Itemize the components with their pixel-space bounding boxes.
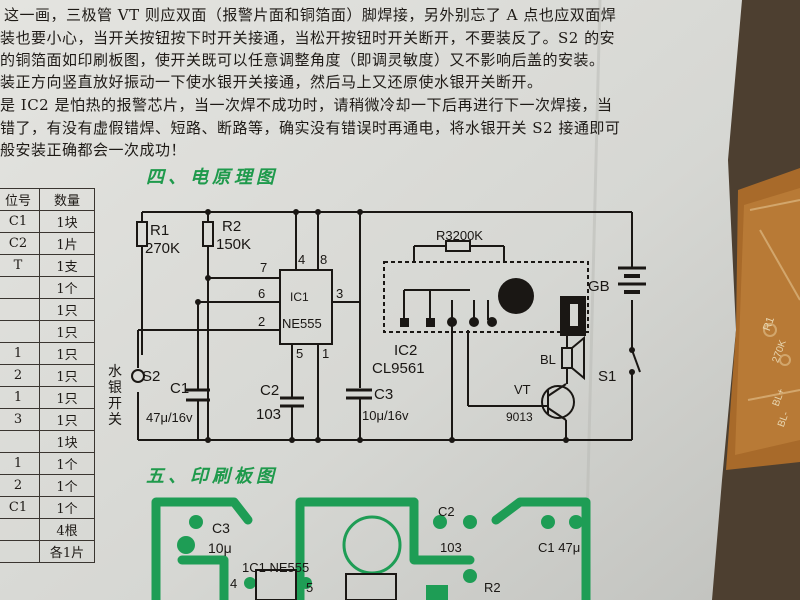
text-line-6: 错了，有没有虚假错焊、短路、断路等，确实没有错误时再通电，将水银开关 S2 接通… <box>0 119 621 137</box>
table-row: 4根 <box>0 518 95 541</box>
part-quantity: 1只 <box>39 298 95 321</box>
pcb-ic1-label: 1C1 NE555 <box>242 560 310 575</box>
pin-8-label: 8 <box>320 252 328 267</box>
s1-label: S1 <box>598 368 617 385</box>
c3-value: 10μ/16v <box>362 408 409 423</box>
pcb-c3-label: C3 <box>212 520 230 536</box>
c2-label: C2 <box>260 382 280 399</box>
table-row: 各1片 <box>0 540 95 563</box>
table-row: 1个 <box>0 276 95 299</box>
pin-7-label: 7 <box>260 260 268 275</box>
pcb-buzzer-outline <box>342 515 402 575</box>
section-4-heading: 四、电原理图 <box>146 167 278 188</box>
pin-5-label: 5 <box>296 346 304 361</box>
r2-resistor <box>202 221 214 247</box>
transistor-vt <box>541 385 575 419</box>
pcb-pin-4: 4 <box>230 576 238 591</box>
mercury-switch-label: 水银开关 <box>108 364 122 428</box>
bl-label: BL <box>540 352 556 367</box>
pcb-trace-outer <box>151 497 253 600</box>
r2-label: R2 <box>222 218 242 235</box>
r3-label: R3200K <box>436 228 483 243</box>
part-quantity: 1个 <box>39 276 95 299</box>
c3-label: C3 <box>374 386 394 403</box>
r2-value: 150K <box>216 236 252 253</box>
ic2-type: CL9561 <box>372 360 425 377</box>
pin-1-label: 1 <box>322 346 330 361</box>
pcb-r2-label: R2 <box>484 580 501 595</box>
pcb-c1-label: C1 47μ <box>538 540 581 555</box>
s2-label: S2 <box>142 368 161 385</box>
text-line-3: 的铜箔面如印刷板图，使开关既可以任意调整角度（即调灵敏度）又不影响后盖的安装。 <box>0 51 605 69</box>
part-quantity: 1个 <box>39 474 95 497</box>
gb-label: GB <box>588 278 610 295</box>
text-line-1: 这一画，三极管 VT 则应双面（报警片面和铜箔面）脚焊接，另外别忘了 A 点也应… <box>4 6 617 24</box>
pcb-c3-value: 10μ <box>208 540 232 556</box>
ic2-label: IC2 <box>394 342 418 359</box>
c1-value: 47μ/16v <box>146 410 193 425</box>
part-quantity: 1只 <box>39 342 95 365</box>
ic2-chip-blob <box>498 278 534 314</box>
speaker-bl <box>561 347 573 369</box>
c1-label: C1 <box>170 380 190 397</box>
table-row: 1块 <box>0 430 95 453</box>
part-quantity: 1块 <box>39 210 95 233</box>
text-line-7: 般安装正确都会一次成功！ <box>0 141 187 159</box>
pcb-pin-5: 5 <box>306 580 314 595</box>
part-quantity: 1块 <box>39 430 95 453</box>
ic2-outline <box>383 261 589 333</box>
vt-label: VT <box>514 382 531 397</box>
part-quantity: 1片 <box>39 232 95 255</box>
table-row: 1只 <box>0 320 95 343</box>
pin-2-label: 2 <box>258 314 266 329</box>
r1-value: 270K <box>145 240 181 257</box>
text-line-4: 装正方向竖直放好振动一下使水银开关接通，然后马上又还原使水银开关断开。 <box>0 73 543 91</box>
ic1-label: IC1 <box>290 290 309 304</box>
part-quantity: 各1片 <box>39 540 95 563</box>
ic1-chip <box>279 269 333 345</box>
part-quantity: 1只 <box>39 386 95 409</box>
r1-label: R1 <box>150 222 170 239</box>
pin-4-label: 4 <box>298 252 306 267</box>
ic1-type: NE555 <box>282 316 322 331</box>
vt-type: 9013 <box>506 410 533 424</box>
pcb-c2-value: 103 <box>440 540 462 555</box>
pin-6-label: 6 <box>258 286 266 301</box>
part-quantity: 1个 <box>39 452 95 475</box>
pcb-c2-label: C2 <box>438 504 455 519</box>
c2-value: 103 <box>256 406 282 423</box>
pin-3-label: 3 <box>336 286 344 301</box>
text-line-5: 是 IC2 是怕热的报警芯片，当一次焊不成功时，请稍微冷却一下后再进行下一次焊接… <box>0 96 613 114</box>
section-5-heading: 五、印刷板图 <box>146 466 278 487</box>
part-position: C2 <box>0 232 40 255</box>
text-line-2: 装也要小心，当开关按钮按下时开关接通，当松开按钮时开关断开，不要装反了。S2 的… <box>0 29 616 47</box>
